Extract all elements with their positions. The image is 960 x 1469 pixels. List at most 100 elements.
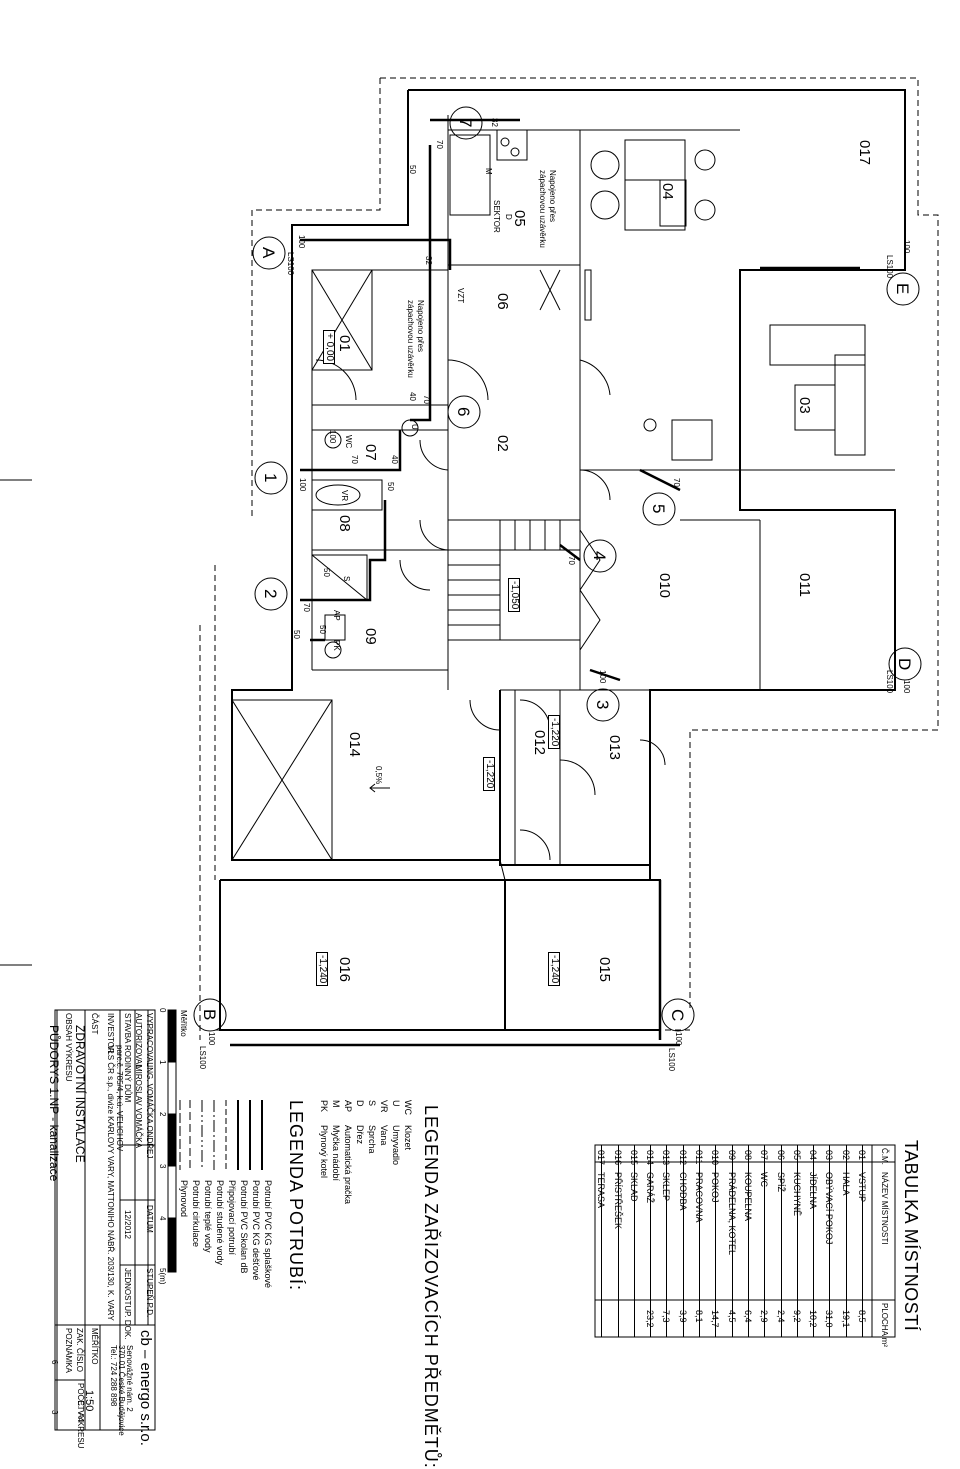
level-marker: -1,240 [316,952,328,987]
stamp-label: ZAK. ČÍSLO [75,1328,84,1373]
dimension: LS100 [885,255,894,279]
stamp-value: ING. VOMÁČKA ONDŘEJ [145,1065,154,1159]
dimension: 100 [297,235,306,249]
pipe-legend-item: Potrubí PVC KG dešťové [251,1180,261,1281]
room-table-header-no: Č.M. [880,1148,889,1165]
room-table-header-name: NÁZEV MÍSTNOSTI [880,1172,889,1245]
axis-bubbles [193,106,922,1032]
scale-tick-label: 4 [158,1216,167,1221]
stamp-value: ZDRAVOTNÍ INSTALACE [73,1025,87,1163]
dimension: 50 [408,165,417,174]
room-table-row-line [666,1145,668,1337]
axis-bubble-7: 7 [456,118,475,128]
note: M [484,168,493,175]
fixture-code: WC [344,435,353,449]
dimension: LS100 [667,1048,676,1072]
fixture-code: VR [340,490,349,502]
axis-bubble-d: D [895,658,914,671]
pipes-legend-title: LEGENDA POTRUBÍ: [286,1100,306,1292]
room-table-row-line [715,1145,717,1337]
scale-tick-label: 1 [158,1060,167,1065]
fixture-legend-code: D [355,1100,365,1107]
stamp-label: STAVBA [123,1013,132,1044]
pipe-legend-item: Potrubí cirkulace [191,1180,201,1248]
axis-bubble-e: E [893,283,912,295]
room-table-header-area: PLOCHA m² [880,1303,889,1348]
pipe-legend-lines [179,1100,263,1170]
staircase [447,519,601,651]
dimension: 100 [298,478,307,492]
note: zápachovou uzávěrku [538,170,547,248]
axis-bubble-a: A [259,247,278,259]
dimension: 50 [386,482,395,491]
stamp-value: MIROSLAV VOMÁČKA [134,1065,143,1148]
room-table-row-line [813,1145,815,1337]
pipe-legend-item: Potrubí teplé vody [203,1180,213,1253]
dimension: LS100 [198,1046,207,1070]
fixture-legend-name: Vana [379,1125,389,1146]
stamp-value: 12/2012 [123,1210,132,1239]
room-table-row-line [764,1145,766,1337]
room-label-08: 08 [336,515,353,532]
fixture-legend-name: Umyvadlo [391,1125,401,1166]
garage [231,699,333,861]
stamp-label: POZNÁMKA [64,1328,73,1373]
door-swings [315,359,666,861]
note: zápachovou uzávěrku [406,300,415,378]
dimension: 100 [598,670,607,684]
room-label-013: 013 [606,735,623,761]
dimension: 32 [424,256,433,265]
stamp-value: parc.č. 785/4, k.ú. VELICHOV [115,1045,124,1152]
dimension: 50 [318,625,327,634]
firm-logo-text: cb – energo s.r.o. [137,1330,154,1446]
fixture-legend-name: Klozet [403,1125,413,1151]
dimension: 100 [902,240,911,254]
scale-tick-label: 3 [158,1164,167,1169]
fixture-legend-code: PK [319,1100,329,1113]
dimension: 100 [207,1032,216,1046]
fixture-code: S [342,576,351,582]
level-marker: -1,220 [548,715,560,750]
fixtures-legend-title: LEGENDA ZAŘIZOVACÍCH PŘEDMĚTŮ: [421,1105,441,1469]
room-table-row-line [796,1145,798,1337]
room-table-frame [594,1144,896,1338]
axis-bubble-4: 4 [590,551,609,561]
fixture-legend-code: VR [379,1100,389,1113]
stamp-value: Senovážné nám. 2 [125,1345,134,1412]
room-table-row-line [747,1145,749,1337]
room-label-05: 05 [511,210,528,227]
room-label-03: 03 [796,397,813,414]
axis-bubble-2: 2 [261,589,280,599]
dimension: LS100 [286,252,295,276]
title-block-frame [54,1009,156,1431]
dimension: 40 [408,392,417,401]
stamp-label: STUPEŇ P.D. [145,1268,154,1318]
room-label-014: 014 [346,732,363,758]
room-table-row-line [845,1145,847,1337]
pipe-legend-item: Připojovací potrubí [227,1180,237,1256]
axis-bubble-3: 3 [593,700,612,710]
room-table-row-line [829,1145,831,1337]
note: D [504,214,513,220]
fixture-legend-code: M [331,1100,341,1108]
stamp-value: 370 01 České Budějovice [117,1345,126,1436]
room-label-016: 016 [336,957,353,983]
fixture-code: U [410,424,419,430]
furniture [311,129,866,659]
stamp-label: MĚŘÍTKO [90,1328,99,1365]
room-label-01: 01 [336,335,353,352]
stamp-value: 6 [50,1360,59,1365]
dimension: 32 [490,118,499,127]
room-table-row-line [699,1145,700,1337]
scale-bar [167,1009,177,1273]
room-label-012: 012 [531,730,548,756]
outer-walls [219,89,906,1031]
note: Napojeno přes [548,170,557,223]
sewer-pipes [230,118,860,1047]
fixture-legend-name: Dřez [355,1125,365,1145]
interior-walls [311,115,895,881]
axis-bubble-c: C [668,1009,687,1022]
fixture-legend-name: Automatická pračka [343,1125,353,1205]
dimension: 100 [674,1032,683,1046]
pipe-legend-item: Plynovod [179,1180,189,1218]
